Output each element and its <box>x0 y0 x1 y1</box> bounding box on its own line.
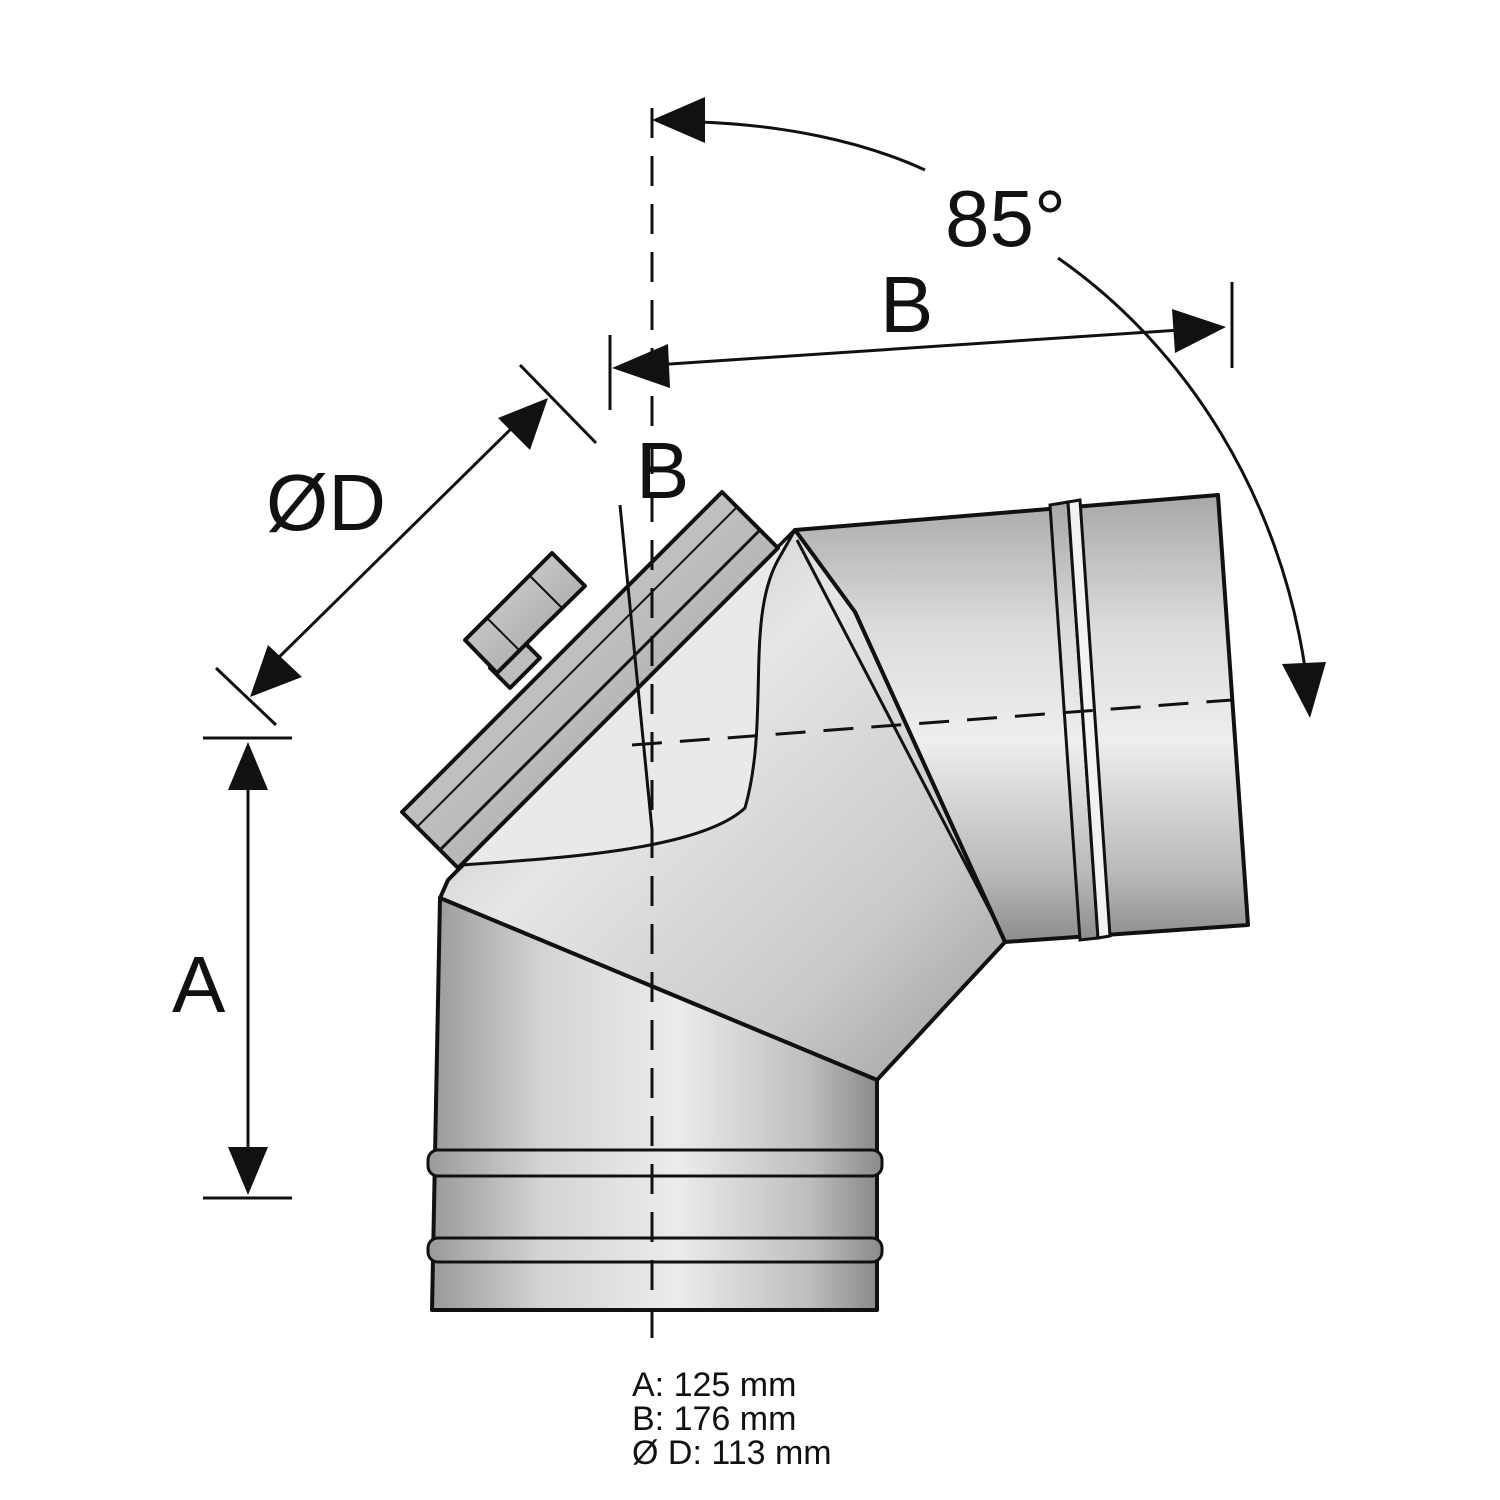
angle-arrow-bottom <box>1282 662 1326 718</box>
outlet-rings <box>1048 498 1112 942</box>
b-arrow-right <box>1172 309 1226 353</box>
inlet-rings <box>426 1148 884 1312</box>
inspection-cap <box>400 490 780 870</box>
a-arrow-top <box>228 742 268 790</box>
cap-nut <box>463 551 587 675</box>
b-horizontal-label: B <box>880 260 933 349</box>
a-arrow-bottom <box>228 1147 268 1195</box>
elbow-body <box>430 493 1250 1312</box>
diameter-label: ØD <box>266 458 386 547</box>
seam-lower <box>439 896 878 1082</box>
angle-arrow-top <box>652 97 705 143</box>
dimensions <box>203 97 1326 1200</box>
d-arrow-top <box>498 398 548 450</box>
horizontal-centerline <box>631 698 1233 747</box>
spec-a: A: 125 mm <box>632 1366 797 1404</box>
b-arrow-left <box>612 344 670 388</box>
angle-arc-lower <box>1057 256 1307 669</box>
b-dimension-line <box>654 328 1181 367</box>
spec-d: Ø D: 113 mm <box>632 1434 832 1472</box>
spec-list: A: 125 mm B: 176 mm Ø D: 113 mm <box>632 1368 832 1470</box>
spec-b: B: 176 mm <box>632 1400 797 1438</box>
a-label: A <box>172 940 226 1029</box>
d-arrow-bottom <box>250 645 302 697</box>
b-leader <box>618 504 654 831</box>
angle-label: 85° <box>945 174 1066 263</box>
d-dimension-line <box>266 418 522 670</box>
seam-upper <box>795 539 1002 931</box>
b-vertical-label: B <box>636 426 689 515</box>
angle-arc-upper <box>699 120 926 172</box>
center-lines <box>631 108 1233 1345</box>
